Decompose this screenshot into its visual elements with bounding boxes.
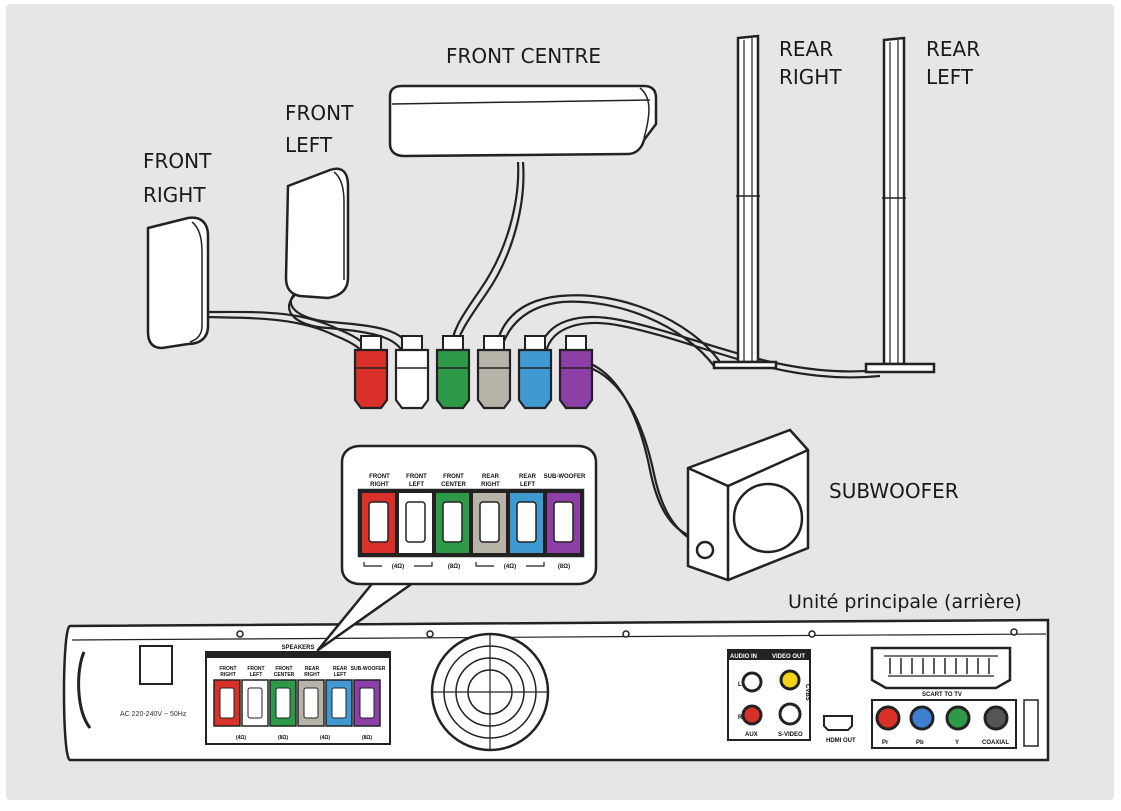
ac-socket-icon [139, 645, 173, 685]
unit-impedance-3: (8Ω) [362, 735, 372, 741]
audio-in-label: AUDIO IN [730, 654, 757, 660]
pb-jack[interactable] [909, 705, 935, 731]
unit-label-subwoofer: SUB-WOOFER [351, 666, 386, 672]
rear-left-speaker [864, 36, 936, 374]
cable-subwoofer [579, 358, 691, 538]
hdmi-out-port[interactable] [823, 715, 853, 731]
l-label: L [738, 682, 742, 688]
subwoofer-port-icon [695, 540, 715, 560]
rear-right-speaker [712, 34, 778, 370]
terminal-panel-zoom: FRONT RIGHT FRONT LEFT FRONT CENTER REAR RIGHT R… [357, 474, 586, 570]
pb-label: Pb [916, 740, 924, 746]
zoom-label-front-center: FRONT [443, 474, 464, 480]
unit-label-front-center-2: CENTER [274, 672, 295, 678]
pr-label: Pr [882, 740, 889, 746]
zoom-label-rear-right-2: RIGHT [481, 482, 500, 488]
small-terminal-panel: FRONTRIGHTFRONTLEFTFRONTCENTERREARRIGHTR… [213, 666, 386, 741]
unit-label-front-right: FRONT [219, 666, 236, 672]
zoom-callout: FRONT RIGHT FRONT LEFT FRONT CENTER REAR RIGHT R… [316, 444, 598, 652]
label-rear-right-1: REAR [779, 37, 833, 61]
unit-impedance-0: (4Ω) [236, 735, 246, 741]
subwoofer-cone-icon [732, 482, 804, 554]
unit-label-front-left: FRONT [247, 666, 264, 672]
cable-front-centre [448, 161, 520, 353]
hdmi-out-label: HDMI OUT [826, 738, 856, 744]
plug-front-left [394, 335, 430, 410]
aux-r-jack[interactable] [741, 704, 763, 726]
unit-label-rear-left-2: LEFT [334, 672, 347, 678]
r-label: R [738, 715, 743, 721]
plug-rear-right [476, 335, 512, 410]
plug-subwoofer [558, 335, 594, 410]
video-out-label: VIDEO OUT [772, 654, 805, 660]
label-front-centre: FRONT CENTRE [446, 44, 601, 68]
label-front-right-2: RIGHT [143, 183, 206, 207]
zoom-label-front-right: FRONT [369, 474, 390, 480]
cable-rear-left [538, 316, 881, 373]
unit-label-rear-right-2: RIGHT [304, 672, 320, 678]
scart-label: SCART TO TV [922, 692, 962, 698]
plug-front-right [353, 335, 389, 410]
unit-label-rear-left: REAR [333, 666, 348, 672]
unit-label-front-center: FRONT [275, 666, 292, 672]
label-rear-left-2: LEFT [926, 65, 974, 89]
svideo-label: S-VIDEO [778, 732, 803, 738]
zoom-impedance-3: (8Ω) [558, 564, 570, 570]
cvbs-jack[interactable] [779, 669, 801, 691]
fan-grille-icon [430, 632, 550, 752]
label-front-left-1: FRONT [285, 101, 354, 125]
aux-l-jack[interactable] [741, 671, 763, 693]
plug-rear-left [517, 335, 553, 410]
main-unit: AC 220-240V ~ 50Hz SPEAKERS FRONTRIGHTFR… [62, 618, 1050, 762]
zoom-impedance-0: (4Ω) [392, 564, 404, 570]
unit-handle [77, 651, 92, 729]
label-rear-right-2: RIGHT [779, 65, 842, 89]
zoom-impedance-2: (4Ω) [504, 564, 516, 570]
zoom-impedance-1: (8Ω) [448, 564, 460, 570]
cable-rear-right [493, 294, 721, 363]
speakers-header: SPEAKERS [281, 645, 314, 651]
unit-label-front-left-2: LEFT [250, 672, 263, 678]
cables [204, 161, 881, 541]
zoom-label-rear-right: REAR [482, 474, 500, 480]
coaxial-jack[interactable] [983, 705, 1009, 731]
label-front-left-2: LEFT [285, 133, 333, 157]
diagram-background [6, 4, 1114, 800]
zoom-label-front-left-2: LEFT [409, 482, 424, 488]
zoom-label-subwoofer: SUB-WOOFER [544, 474, 586, 480]
front-left-speaker [284, 167, 350, 300]
front-right-speaker [146, 216, 210, 350]
color-plugs [353, 335, 594, 410]
unit-impedance-1: (8Ω) [278, 735, 288, 741]
label-rear-left-1: REAR [926, 37, 980, 61]
front-centre-speaker [388, 84, 658, 158]
pr-jack[interactable] [875, 705, 901, 731]
y-jack[interactable] [945, 705, 971, 731]
unit-screws [236, 628, 1018, 638]
y-label: Y [955, 740, 959, 746]
scart-port[interactable] [870, 646, 1012, 690]
plug-front-center [435, 335, 471, 410]
coaxial-label: COAXIAL [982, 740, 1009, 746]
unit-label-front-right-2: RIGHT [220, 672, 236, 678]
unit-label-rear-right: REAR [305, 666, 320, 672]
zoom-label-front-left: FRONT [406, 474, 427, 480]
av-block [727, 649, 811, 741]
ac-label: AC 220-240V ~ 50Hz [120, 711, 187, 718]
side-strip [1023, 699, 1039, 747]
zoom-label-front-right-2: RIGHT [370, 482, 389, 488]
label-subwoofer: SUBWOOFER [829, 479, 959, 503]
subwoofer-speaker [686, 428, 810, 582]
zoom-label-rear-left-2: LEFT [520, 482, 535, 488]
main-unit-caption: Unité principale (arrière) [788, 591, 1022, 613]
zoom-label-front-center-2: CENTER [441, 482, 466, 488]
zoom-label-rear-left: REAR [519, 474, 537, 480]
unit-impedance-2: (4Ω) [320, 735, 330, 741]
cvbs-label: CVBS [804, 684, 810, 701]
aux-label: AUX [745, 732, 758, 738]
svideo-jack[interactable] [778, 702, 802, 726]
label-front-right-1: FRONT [143, 149, 212, 173]
